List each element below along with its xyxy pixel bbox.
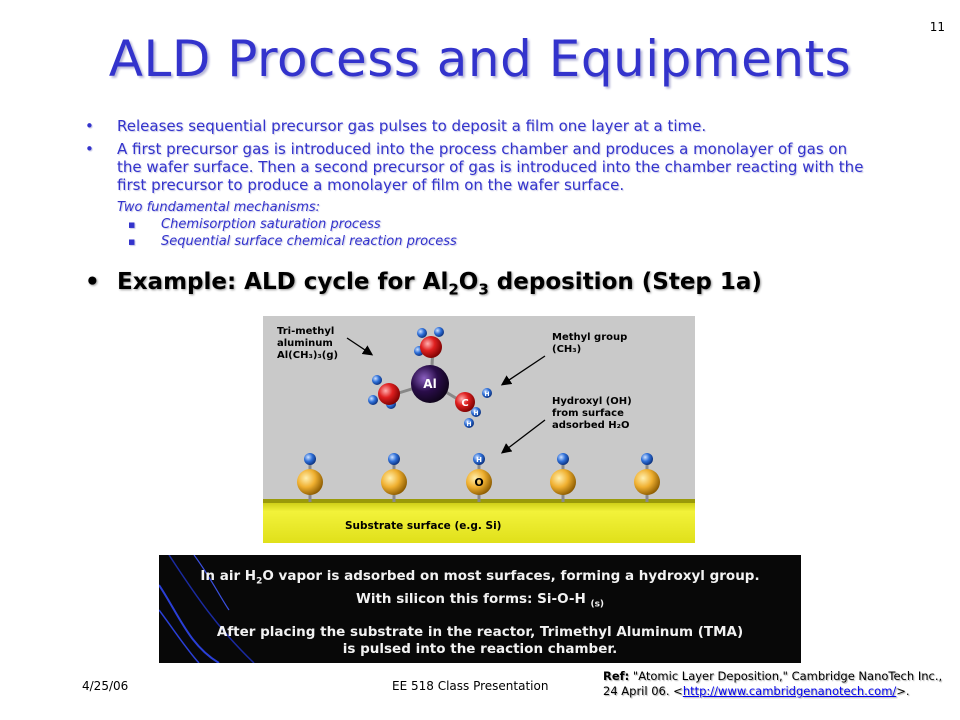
decorative-waves [159, 555, 255, 663]
aluminum-atom [411, 365, 449, 403]
example-oxygen: O [458, 269, 479, 295]
bullet-marker: • [85, 140, 94, 158]
bullet-item: • A first precursor gas is introduced in… [85, 140, 875, 194]
bullet-text: A first precursor gas is introduced into… [117, 140, 864, 194]
hydroxyl-label-line1: Hydroxyl (OH) [552, 396, 632, 407]
tma-label-line1: Tri-methyl [277, 326, 334, 337]
info-text: In air H2O vapor is adsorbed on most sur… [159, 568, 801, 658]
ald-diagram: O H [263, 316, 695, 543]
footer-date: 4/25/06 [82, 679, 129, 693]
example-suffix: deposition (Step 1a) [488, 269, 762, 295]
info-line-3: After placing the substrate in the react… [216, 624, 744, 641]
example-sub-3: 3 [478, 280, 489, 299]
surface-site [297, 453, 323, 502]
tma-molecule: Al C H H H [368, 327, 492, 428]
hydrogen-label: H [466, 421, 471, 428]
sub-bullet-text: Chemisorption saturation process [161, 217, 381, 232]
info-line-1-b: O vapor is adsorbed on most surfaces, fo… [262, 568, 760, 584]
info-line-2-a: With silicon this forms: Si-O-H [355, 590, 591, 607]
carbon-atom [420, 336, 442, 358]
methyl-label-line2: (CH₃) [552, 344, 581, 355]
bullet-marker: • [85, 117, 94, 135]
tma-arrow [346, 337, 374, 356]
footer-title: EE 518 Class Presentation [392, 679, 549, 693]
info-line-1-sub: 2 [256, 576, 263, 587]
slide-title: ALD Process and Equipments [108, 30, 852, 88]
info-line-1-a: In air H [200, 568, 257, 584]
info-line-2: With silicon this forms: Si-O-H (s) [159, 591, 801, 614]
substrate-layer [263, 501, 695, 543]
carbon-atom [378, 383, 400, 405]
sub-bullet-marker: ▪ [128, 218, 136, 231]
hydroxyl-label-line3: adsorbed H₂O [552, 420, 630, 431]
bullet-text: Releases sequential precursor gas pulses… [117, 117, 707, 135]
hydrogen-label: H [473, 410, 478, 417]
surface-site-labeled: O H [466, 453, 492, 502]
substrate-label: Substrate surface (e.g. Si) [345, 520, 501, 532]
bullet-marker: • [85, 269, 100, 295]
hydrogen-label: H [484, 391, 489, 398]
reference-text: "Atomic Layer Deposition," Cambridge Nan… [603, 669, 943, 698]
sub-bullet-text: Sequential surface chemical reaction pro… [161, 234, 457, 249]
surface-site [634, 453, 660, 502]
hydroxyl-label-line2: from surface [552, 408, 624, 419]
sub-bullet-item: ▪ Sequential surface chemical reaction p… [128, 233, 875, 250]
carbon-label: C [461, 398, 468, 409]
methyl-label-line1: Methyl group [552, 332, 627, 343]
info-line-4: is pulsed into the reaction chamber. [342, 641, 618, 658]
tma-label-line2: aluminum [277, 338, 333, 349]
sub-bullet-marker: ▪ [128, 235, 136, 248]
ald-diagram-svg: O H [263, 316, 695, 543]
reference-end: >. [896, 684, 910, 698]
aluminum-label: Al [423, 377, 436, 391]
bullet-item: • Releases sequential precursor gas puls… [85, 117, 875, 135]
methyl-arrow [500, 355, 546, 386]
reference-label: Ref: [603, 669, 630, 683]
hydrogen-atom-label: H [476, 456, 482, 464]
info-box: In air H2O vapor is adsorbed on most sur… [159, 555, 801, 663]
example-sub-2: 2 [448, 280, 459, 299]
example-prefix: Example: ALD cycle for Al [117, 269, 449, 295]
reference-link[interactable]: http://www.cambridgenanotech.com/ [682, 684, 897, 698]
carbon-atom-labeled [455, 392, 475, 412]
tma-label-line3: Al(CH₃)₃(g) [277, 350, 338, 361]
surface-site [381, 453, 407, 502]
bullet-list: • Releases sequential precursor gas puls… [85, 117, 875, 250]
mechanisms-heading: Two fundamental mechanisms: [117, 200, 321, 215]
sub-bullet-item: ▪ Chemisorption saturation process [128, 216, 875, 233]
surface-hydroxyls: O H [297, 453, 660, 502]
example-heading: • Example: ALD cycle for Al2O3 deposition… [85, 269, 875, 299]
oxygen-atom-label: O [474, 476, 483, 489]
reference: Ref: "Atomic Layer Deposition," Cambridg… [603, 669, 943, 699]
info-line-2-sub: (s) [590, 599, 605, 610]
hydroxyl-arrow [500, 419, 546, 454]
info-line-1: In air H2O vapor is adsorbed on most sur… [159, 568, 801, 591]
surface-site [550, 453, 576, 502]
slide-number: 11 [929, 20, 945, 34]
